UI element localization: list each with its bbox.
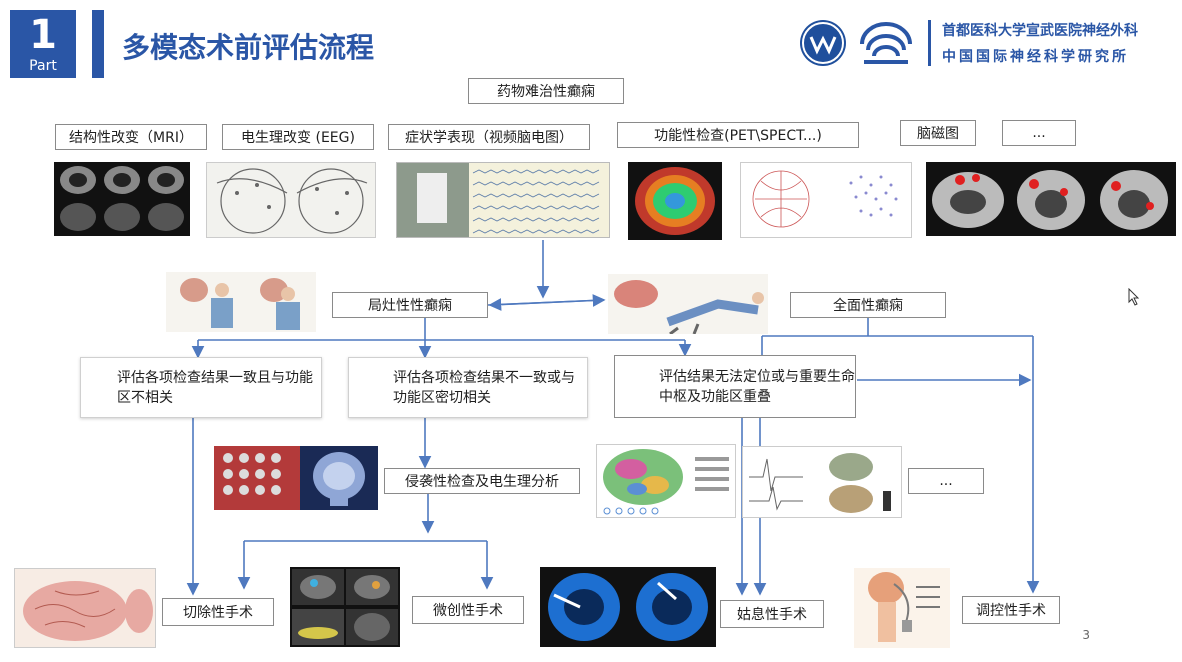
brain-surface-image (742, 446, 902, 518)
dti-image (540, 567, 716, 647)
box-invasive-analysis: 侵袭性检查及电生理分析 (384, 468, 580, 494)
box-palliative-surgery: 姑息性手术 (720, 600, 824, 628)
brain-scan-image (926, 162, 1176, 236)
stimulator-illustration (854, 568, 950, 648)
institution-subname: 中国国际神经科学研究所 (942, 49, 1129, 65)
hospital-logo-icon (858, 20, 914, 66)
label-eeg: 电生理改变 (EEG) (222, 124, 374, 150)
box-neuromodulation-surgery: 调控性手术 (962, 596, 1060, 624)
page-title: 多模态术前评估流程 (122, 31, 375, 64)
box-eval-consistent: 评估各项检查结果一致且与功能区不相关 (80, 357, 322, 418)
box-focal-epilepsy: 局灶性性癫痫 (332, 292, 488, 318)
box-resection-surgery: 切除性手术 (162, 598, 274, 626)
eeg-diagram-image (206, 162, 376, 238)
meg-image (740, 162, 912, 238)
brain-map-image (596, 444, 736, 518)
label-meg: 脑磁图 (900, 120, 976, 146)
label-video-eeg: 症状学表现（视频脑电图） (388, 124, 590, 150)
box-invasive-more: ... (908, 468, 984, 494)
box-general-epilepsy: 全面性癫痫 (790, 292, 946, 318)
pet-image (628, 162, 722, 240)
electrode-grid-image (214, 446, 300, 510)
box-eval-inconsistent: 评估各项检查结果不一致或与功能区密切相关 (348, 357, 588, 418)
label-mri: 结构性改变（MRI） (55, 124, 207, 150)
box-minimally-invasive-surgery: 微创性手术 (412, 596, 524, 624)
video-eeg-image (396, 162, 610, 238)
xray-image (300, 446, 378, 510)
title-divider (92, 10, 104, 78)
institution-name: 首都医科大学宣武医院神经外科 (942, 23, 1138, 39)
institution-divider (928, 20, 931, 66)
box-eval-undetermined: 评估结果无法定位或与重要生命中枢及功能区重叠 (614, 355, 856, 418)
mouse-cursor-icon (1128, 287, 1140, 310)
part-badge: 1 Part (10, 10, 76, 78)
university-logo-icon (800, 20, 846, 66)
stereotactic-image (290, 567, 400, 647)
brain-mri-image (54, 162, 190, 236)
label-pet-spect: 功能性检查(PET\SPECT...) (617, 122, 859, 148)
brain-lobes-image (14, 568, 156, 648)
page-number: 3 (1082, 628, 1090, 642)
label-more: ... (1002, 120, 1076, 146)
seizure-illustration (608, 274, 768, 334)
box-drug-resistant-epilepsy: 药物难治性癫痫 (468, 78, 624, 104)
part-label: Part (29, 58, 57, 74)
patient-illustration (166, 272, 316, 332)
part-number: 1 (29, 12, 57, 58)
